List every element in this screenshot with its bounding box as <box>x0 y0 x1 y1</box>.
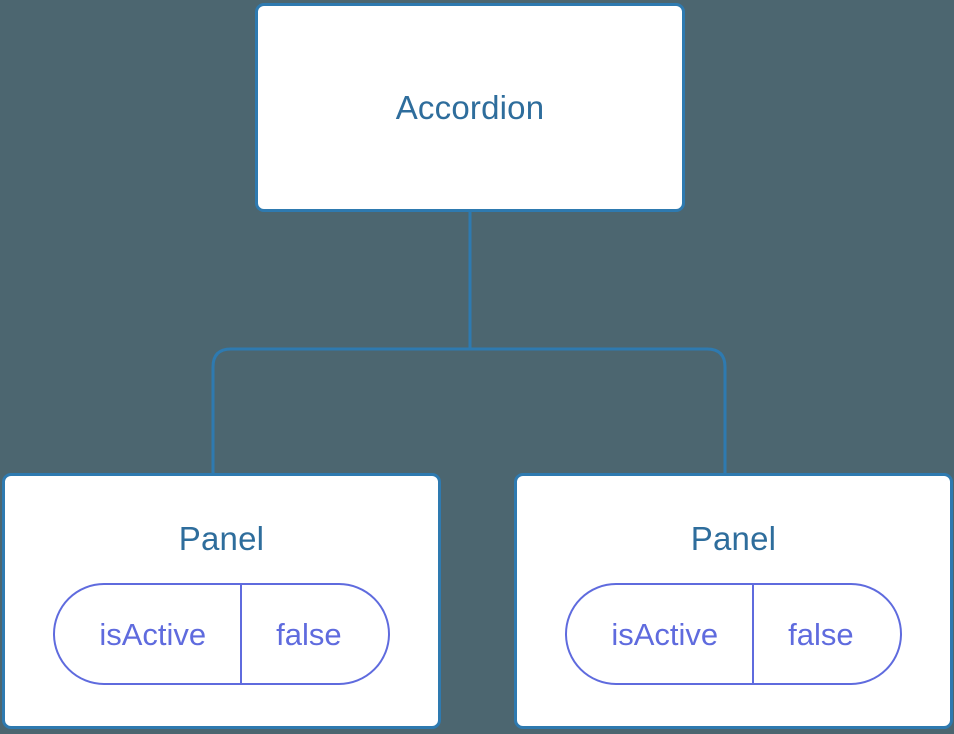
node-panel-1-prop-pill[interactable]: isActive false <box>565 583 902 685</box>
node-panel-0-prop-key: isActive <box>55 585 243 683</box>
node-panel-0-prop-pill[interactable]: isActive false <box>53 583 390 685</box>
node-panel-0-title: Panel <box>178 520 265 557</box>
node-panel-1-prop-key: isActive <box>567 585 755 683</box>
node-panel-0-prop-value: false <box>276 616 342 652</box>
node-panel-1-title: Panel <box>690 520 777 557</box>
node-panel-1-prop-value: false <box>788 616 854 652</box>
connector-bus-bar <box>211 347 727 475</box>
node-panel-0[interactable]: Panel isActive false <box>2 473 441 729</box>
node-accordion[interactable]: Accordion <box>255 3 685 212</box>
node-panel-1[interactable]: Panel isActive false <box>514 473 953 729</box>
node-accordion-title: Accordion <box>395 89 545 126</box>
